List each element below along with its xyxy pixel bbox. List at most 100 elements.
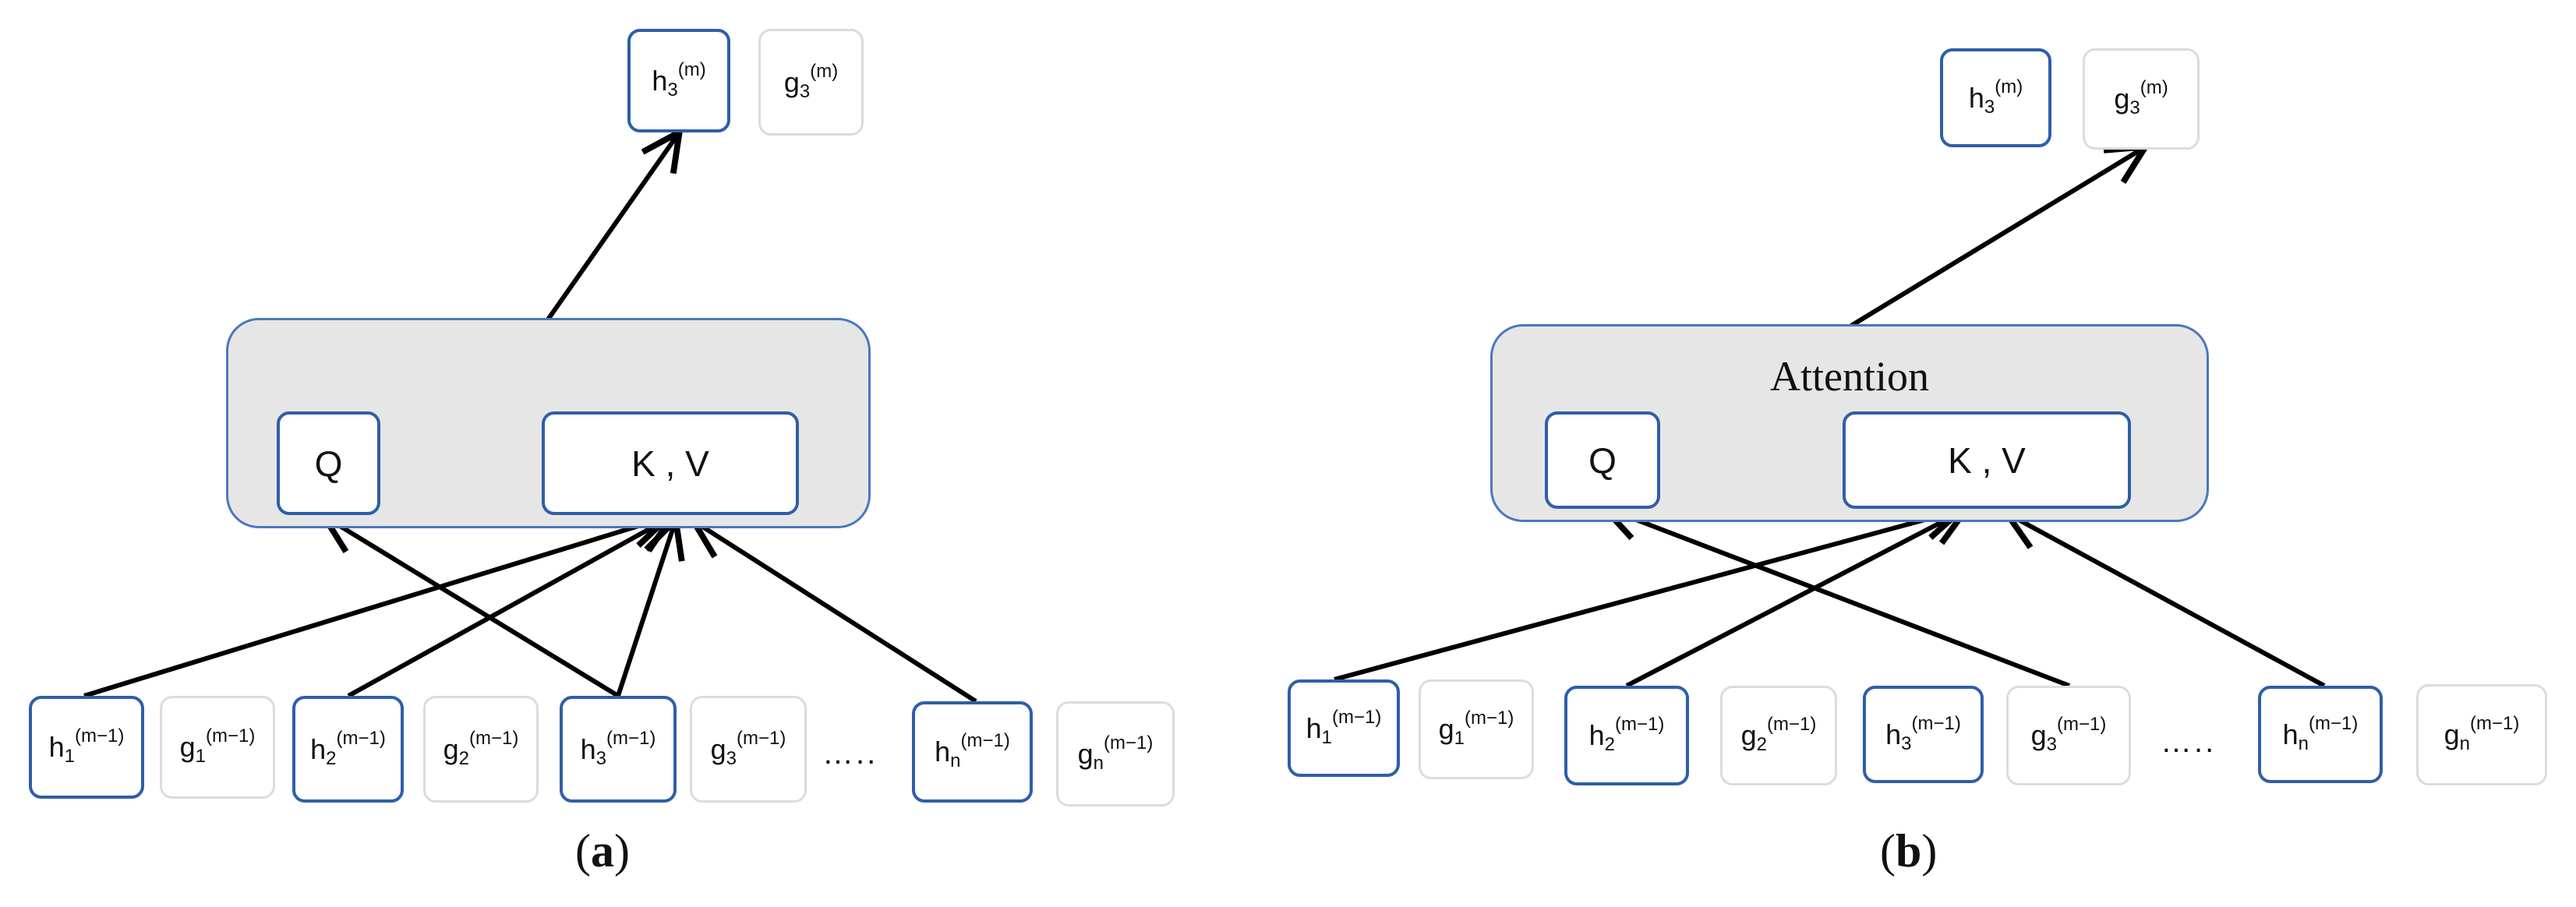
node-superscript: (m−1)	[1911, 712, 1961, 734]
node-base: g	[2443, 718, 2460, 750]
node-base: h	[2282, 718, 2299, 750]
node-superscript: (m−1)	[606, 727, 656, 749]
node-base: g	[2030, 719, 2047, 751]
node-subscript: 1	[64, 746, 76, 767]
arrow-hn-to-kv	[695, 522, 977, 704]
key-value-label: K , V	[1948, 439, 2026, 481]
key-value-box: K , V	[1843, 411, 2131, 509]
node-base: g	[710, 732, 726, 765]
node-superscript: (m)	[1995, 76, 2023, 97]
node-base: g	[179, 731, 196, 763]
node-subscript: n	[950, 750, 961, 771]
ellipsis: …..	[822, 736, 878, 771]
node-superscript: (m)	[810, 60, 839, 82]
arrow-h2-to-kv	[347, 517, 670, 698]
node-subscript: 2	[326, 747, 337, 769]
node-superscript: (m−1)	[1767, 714, 1817, 735]
arrow-h1-to-kv	[1334, 510, 1959, 682]
node-superscript: (m−1)	[469, 727, 519, 749]
node-superscript: (m−1)	[336, 727, 386, 749]
arrow-attention-to-g3m	[1850, 148, 2143, 328]
key-value-label: K , V	[631, 443, 709, 484]
node-base: g	[443, 732, 459, 765]
node-subscript: 3	[2129, 97, 2140, 118]
node-base: g	[1740, 719, 1757, 751]
node-base: h	[1885, 718, 1902, 750]
ellipsis: …..	[2161, 725, 2217, 759]
node-subscript: 1	[1454, 728, 1465, 749]
node-subscript: 3	[667, 79, 678, 101]
node-base: g	[1438, 713, 1454, 745]
key-value-box: K , V	[542, 411, 799, 515]
node-subscript: n	[2459, 733, 2471, 754]
panel-caption-a: (a)	[575, 825, 630, 877]
query-box: Q	[277, 411, 380, 515]
query-label: Q	[1588, 439, 1617, 481]
node-base: h	[652, 64, 668, 97]
node-superscript: (m−1)	[1332, 706, 1382, 728]
node-subscript: n	[1093, 752, 1104, 774]
node-subscript: 2	[458, 747, 470, 769]
node-superscript: (m−1)	[960, 730, 1010, 751]
node-superscript: (m)	[2140, 77, 2168, 98]
node-superscript: (m−1)	[75, 725, 125, 746]
node-subscript: 3	[1901, 732, 1912, 754]
node-superscript: (m)	[677, 58, 706, 80]
caption-letter: b	[1895, 825, 1922, 877]
node-superscript: (m−1)	[2309, 712, 2359, 734]
arrow-h1-to-kv	[83, 517, 666, 698]
node-subscript: 3	[595, 747, 607, 769]
node-base: h	[310, 732, 327, 765]
node-subscript: 2	[1604, 734, 1616, 755]
arrow-h3-to-q	[326, 517, 620, 698]
node-base: g	[1077, 737, 1094, 770]
node-base: h	[1306, 711, 1322, 744]
panel-caption-b: (b)	[1880, 825, 1938, 877]
node-base: h	[48, 731, 65, 763]
node-base: h	[580, 732, 596, 765]
node-subscript: 3	[726, 747, 737, 769]
node-superscript: (m−1)	[206, 725, 256, 746]
query-box: Q	[1545, 411, 1660, 509]
node-subscript: 3	[799, 80, 811, 102]
node-subscript: 2	[1756, 734, 1768, 755]
node-base: h	[935, 736, 951, 768]
node-base: g	[783, 65, 800, 98]
node-subscript: 1	[195, 746, 207, 767]
node-base: h	[1588, 719, 1605, 751]
query-label: Q	[314, 443, 343, 484]
arrow-attention-to-h3m	[546, 134, 678, 321]
node-superscript: (m−1)	[2470, 713, 2520, 734]
node-superscript: (m−1)	[737, 727, 786, 749]
node-superscript: (m−1)	[1104, 732, 1154, 753]
node-subscript: 3	[2046, 734, 2058, 755]
node-subscript: 1	[1321, 726, 1333, 748]
arrow-h3-to-kv	[616, 522, 675, 697]
node-superscript: (m−1)	[1465, 708, 1514, 729]
caption-letter: a	[590, 825, 614, 877]
node-subscript: n	[2298, 732, 2309, 754]
arrow-g3-to-q	[1606, 508, 2071, 688]
arrows-layer-a	[83, 0, 977, 704]
